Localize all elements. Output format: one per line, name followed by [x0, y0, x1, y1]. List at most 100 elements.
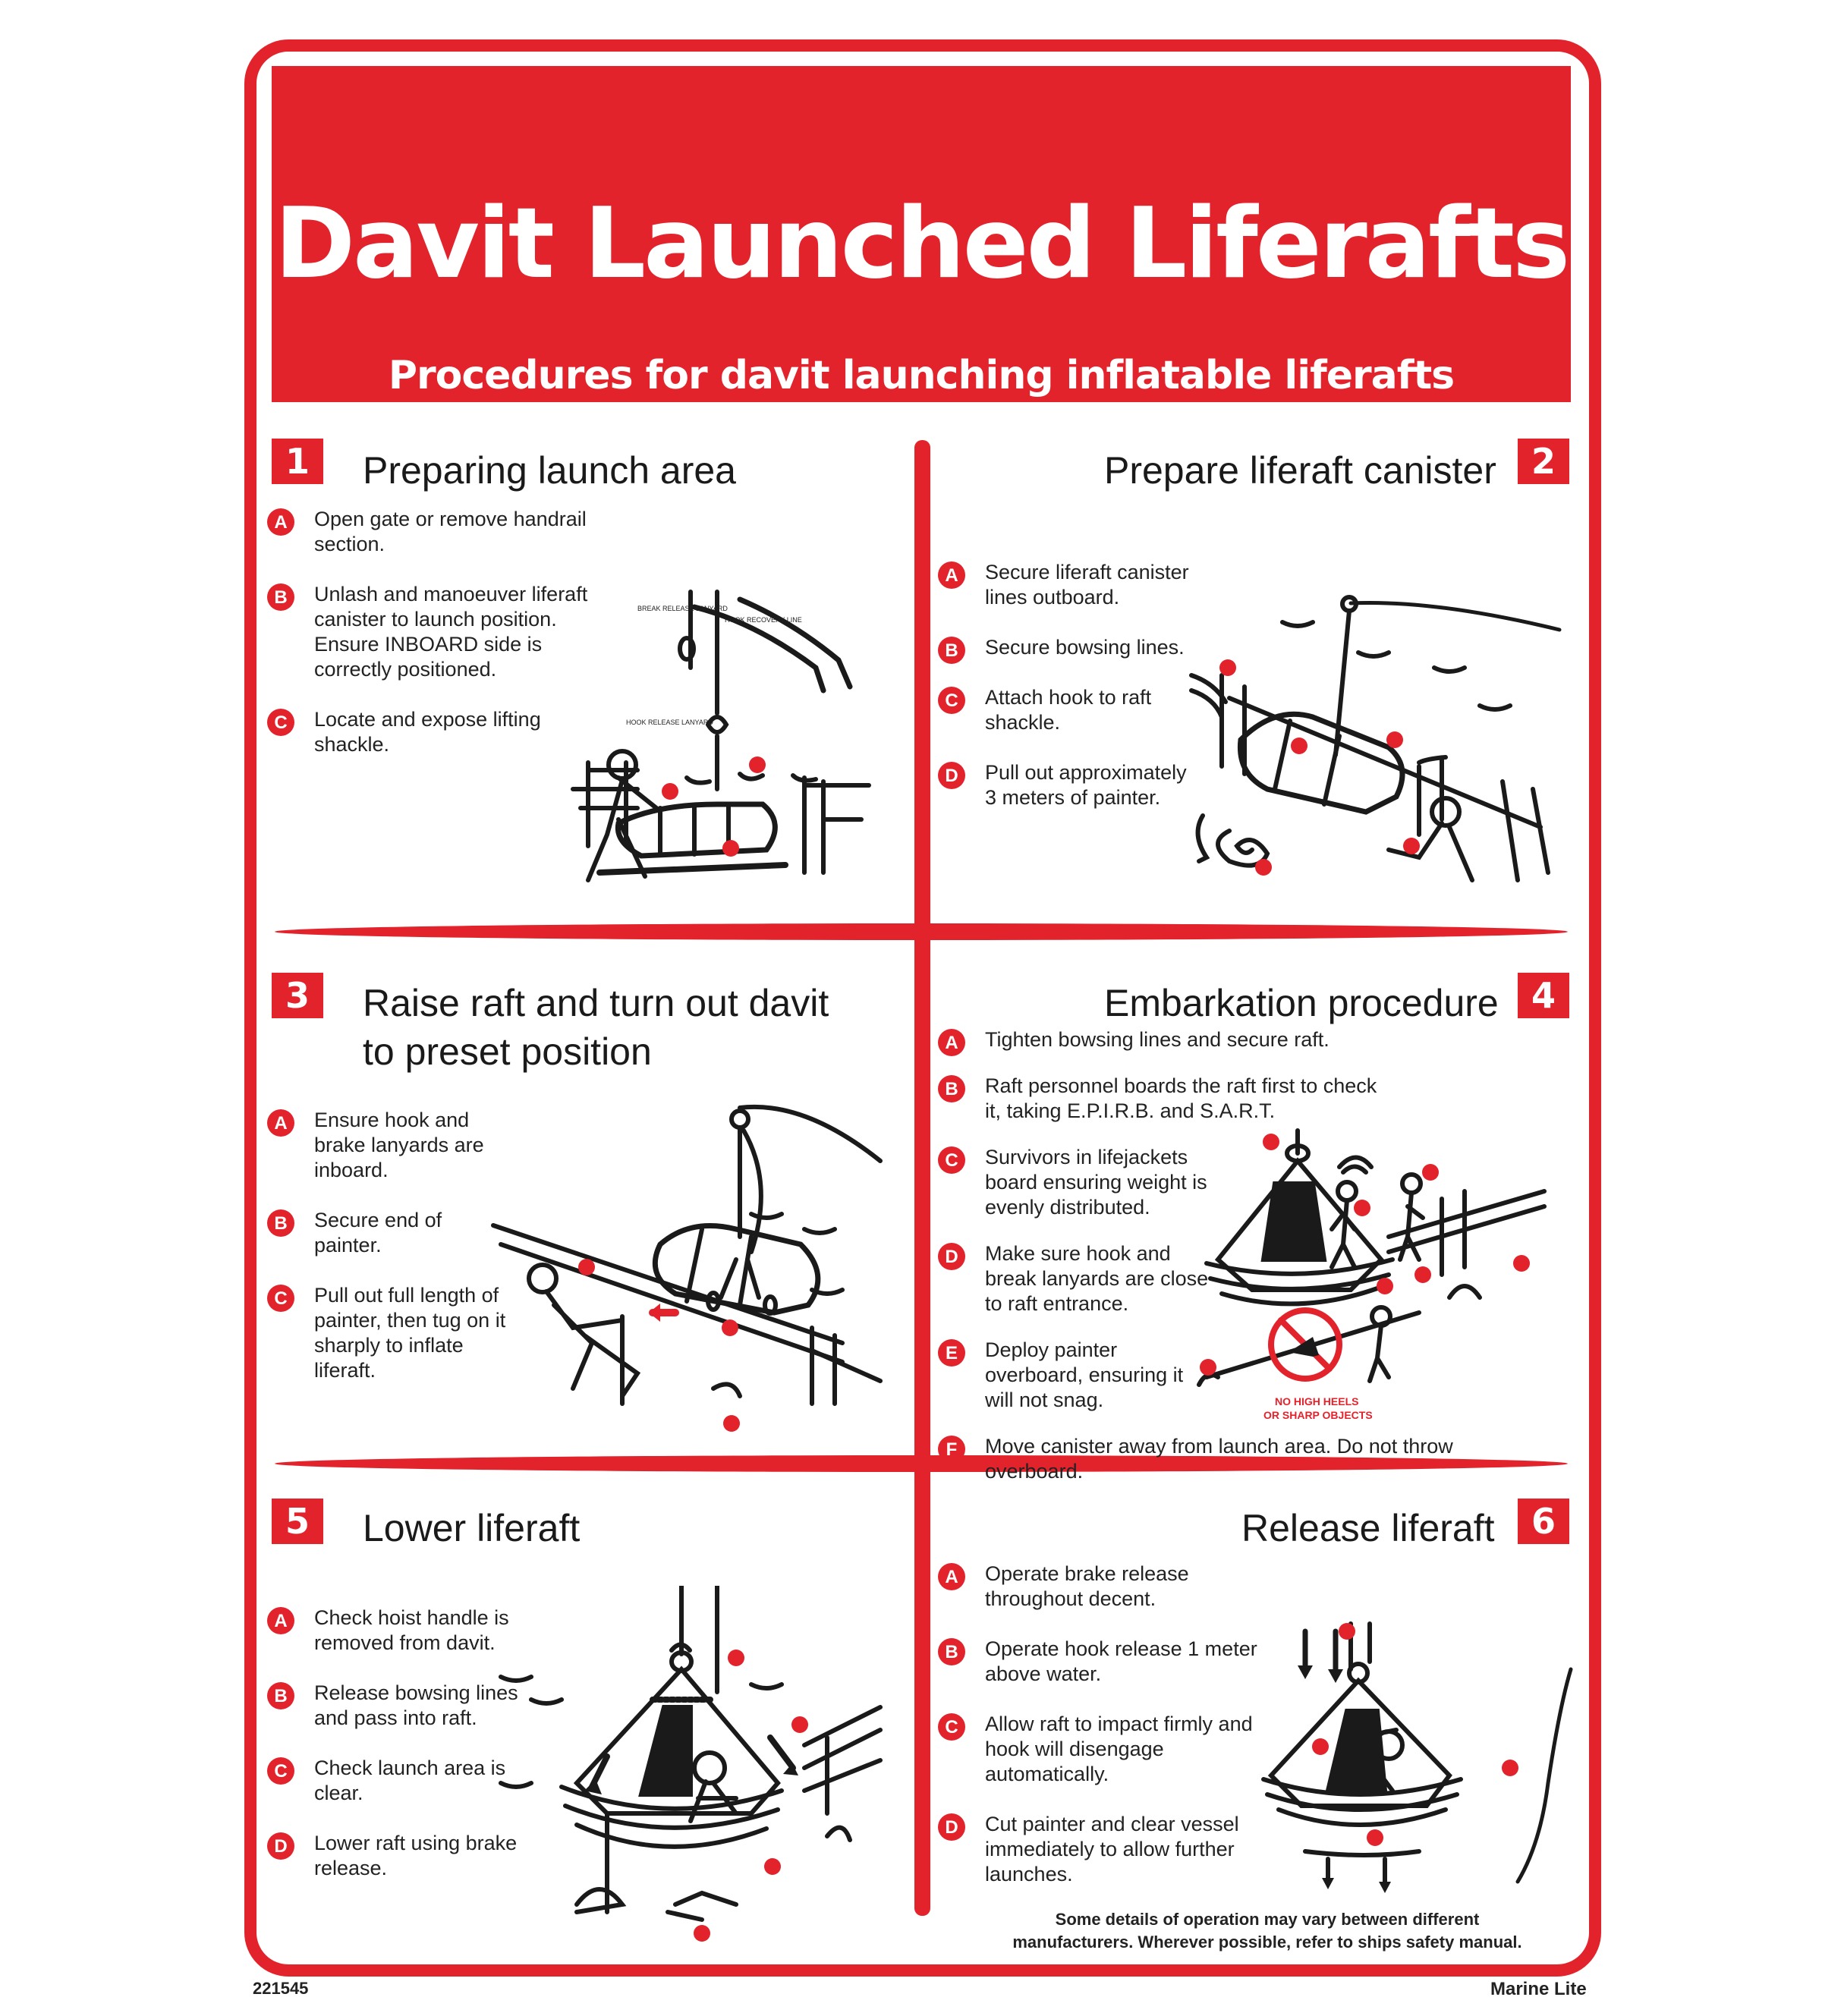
step-5c: C Check launch area is clear.: [267, 1756, 525, 1806]
step-list-2: A Secure liferaft canister lines outboard…: [938, 560, 1204, 810]
panel-number-1: 1: [272, 439, 323, 484]
step-6b: B Operate hook release 1 meter above wate…: [938, 1637, 1287, 1687]
step-text: Check hoist handle is removed from davit…: [314, 1606, 509, 1654]
step-text: Locate and expose lifting shackle.: [314, 708, 541, 756]
step-letter: A: [938, 1029, 965, 1056]
horizontal-divider-2: [275, 1455, 1568, 1472]
callout-label: BREAK RELEASE LANYARD: [637, 605, 728, 612]
panel-number-6: 6: [1518, 1499, 1569, 1544]
step-1a: A Open gate or remove handrail section.: [267, 507, 609, 557]
step-list-6: A Operate brake release throughout decent…: [938, 1562, 1287, 1887]
step-list-3: A Ensure hook and brake lanyards are inbo…: [267, 1108, 510, 1383]
step-letter: A: [267, 508, 294, 536]
step-text: Attach hook to raft shackle.: [985, 686, 1152, 734]
step-letter: C: [938, 687, 965, 714]
brand-name: Marine Lite: [1490, 1979, 1587, 1999]
step-2d: D Pull out approximately 3 meters of pain…: [938, 760, 1204, 810]
panel-title-3: Raise raft and turn out davit to preset …: [363, 979, 829, 1076]
step-2a: A Secure liferaft canister lines outboard…: [938, 560, 1204, 610]
illustration-embarkation: NO HIGH HEELS OR SHARP OBJECTS: [1191, 1115, 1556, 1426]
step-1c: C Locate and expose lifting shackle.: [267, 707, 609, 757]
illustration-release-liferaft: [1245, 1616, 1578, 1904]
disclaimer: Some details of operation may vary betwe…: [1012, 1910, 1522, 1952]
step-text: Raft personnel boards the raft first to …: [985, 1074, 1377, 1122]
step-letter: D: [938, 762, 965, 789]
step-text: Operate brake release throughout decent.: [985, 1562, 1189, 1610]
step-letter: B: [938, 1075, 965, 1102]
step-text: Release bowsing lines and pass into raft…: [314, 1681, 518, 1729]
step-text: Tighten bowsing lines and secure raft.: [985, 1028, 1330, 1051]
step-list-5: A Check hoist handle is removed from davi…: [267, 1606, 525, 1881]
panel-number-5: 5: [272, 1499, 323, 1544]
step-letter: A: [267, 1109, 294, 1137]
step-letter: E: [938, 1339, 965, 1367]
warning-line: NO HIGH HEELS: [1275, 1395, 1358, 1407]
step-text: Pull out full length of painter, then tu…: [314, 1284, 506, 1382]
horizontal-divider-1: [275, 923, 1568, 940]
step-5d: D Lower raft using brake release.: [267, 1831, 525, 1881]
callout-label: HOOK RELEASE LANYARD: [626, 719, 713, 726]
step-text: Pull out approximately 3 meters of paint…: [985, 761, 1187, 809]
step-text: Operate hook release 1 meter above water…: [985, 1637, 1257, 1685]
step-letter: B: [267, 1682, 294, 1709]
illustration-raise-raft: [486, 1085, 895, 1442]
sign-subtitle: Procedures for davit launching inflatabl…: [388, 353, 1455, 398]
step-text: Secure end of painter.: [314, 1209, 442, 1256]
step-3c: C Pull out full length of painter, then t…: [267, 1283, 510, 1383]
step-letter: C: [938, 1146, 965, 1174]
illustration-preparing-launch-area: BREAK RELEASE LANYARD HOOK RECOVERY LINE…: [467, 577, 892, 911]
step-text: Ensure hook and brake lanyards are inboa…: [314, 1109, 484, 1181]
sign-header: Davit Launched Liferafts Procedures for …: [272, 66, 1571, 402]
step-letter: A: [938, 1563, 965, 1590]
step-6c: C Allow raft to impact firmly and hook wi…: [938, 1712, 1287, 1787]
step-3a: A Ensure hook and brake lanyards are inbo…: [267, 1108, 510, 1183]
panel-title-4: Embarkation procedure: [1104, 982, 1499, 1024]
step-letter: A: [267, 1607, 294, 1634]
step-letter: C: [938, 1713, 965, 1741]
step-text: Make sure hook and break lanyards are cl…: [985, 1242, 1209, 1315]
step-2b: B Secure bowsing lines.: [938, 635, 1204, 664]
panel-title-2: Prepare liferaft canister: [1104, 449, 1496, 492]
step-letter: D: [267, 1832, 294, 1860]
step-text: Survivors in lifejackets board ensuring …: [985, 1146, 1207, 1219]
step-text: Check launch area is clear.: [314, 1757, 506, 1804]
step-5a: A Check hoist handle is removed from davi…: [267, 1606, 525, 1656]
warning-line: OR SHARP OBJECTS: [1263, 1409, 1373, 1421]
step-5b: B Release bowsing lines and pass into raf…: [267, 1681, 525, 1731]
step-letter: B: [938, 637, 965, 664]
illustration-lower-liferaft: [486, 1584, 895, 1942]
step-text: Move canister away from launch area. Do …: [985, 1435, 1453, 1483]
step-letter: C: [267, 709, 294, 736]
step-letter: B: [938, 1638, 965, 1665]
step-text: Secure liferaft canister lines outboard.: [985, 561, 1189, 609]
step-letter: D: [938, 1243, 965, 1270]
step-text: Secure bowsing lines.: [985, 636, 1185, 659]
panel-title-line: Raise raft and turn out davit: [363, 982, 829, 1024]
step-letter: A: [938, 561, 965, 589]
step-4c: C Survivors in lifejackets board ensuring…: [938, 1145, 1241, 1220]
step-2c: C Attach hook to raft shackle.: [938, 685, 1204, 735]
sign-title: Davit Launched Liferafts: [274, 187, 1570, 300]
step-6a: A Operate brake release throughout decent…: [938, 1562, 1287, 1612]
step-text: Cut painter and clear vessel immediately…: [985, 1813, 1239, 1885]
panel-title-1: Preparing launch area: [363, 449, 736, 492]
step-text: Lower raft using brake release.: [314, 1832, 518, 1879]
panel-title-5: Lower liferaft: [363, 1507, 581, 1549]
step-4a: A Tighten bowsing lines and secure raft.: [938, 1027, 1393, 1056]
callout-label: HOOK RECOVERY LINE: [725, 616, 802, 624]
step-4b: B Raft personnel boards the raft first to…: [938, 1074, 1393, 1124]
product-code: 221545: [253, 1979, 309, 1998]
panel-number-3: 3: [272, 973, 323, 1018]
step-text: Open gate or remove handrail section.: [314, 508, 587, 555]
step-letter: C: [267, 1757, 294, 1785]
vertical-divider: [914, 440, 930, 1916]
step-letter: B: [267, 1209, 294, 1237]
step-text: Allow raft to impact firmly and hook wil…: [985, 1712, 1253, 1785]
step-text: Deploy painter overboard, ensuring it wi…: [985, 1338, 1184, 1411]
illustration-prepare-canister: [1184, 584, 1563, 911]
step-4d: D Make sure hook and break lanyards are c…: [938, 1241, 1226, 1316]
step-letter: C: [267, 1285, 294, 1312]
step-3b: B Secure end of painter.: [267, 1208, 510, 1258]
